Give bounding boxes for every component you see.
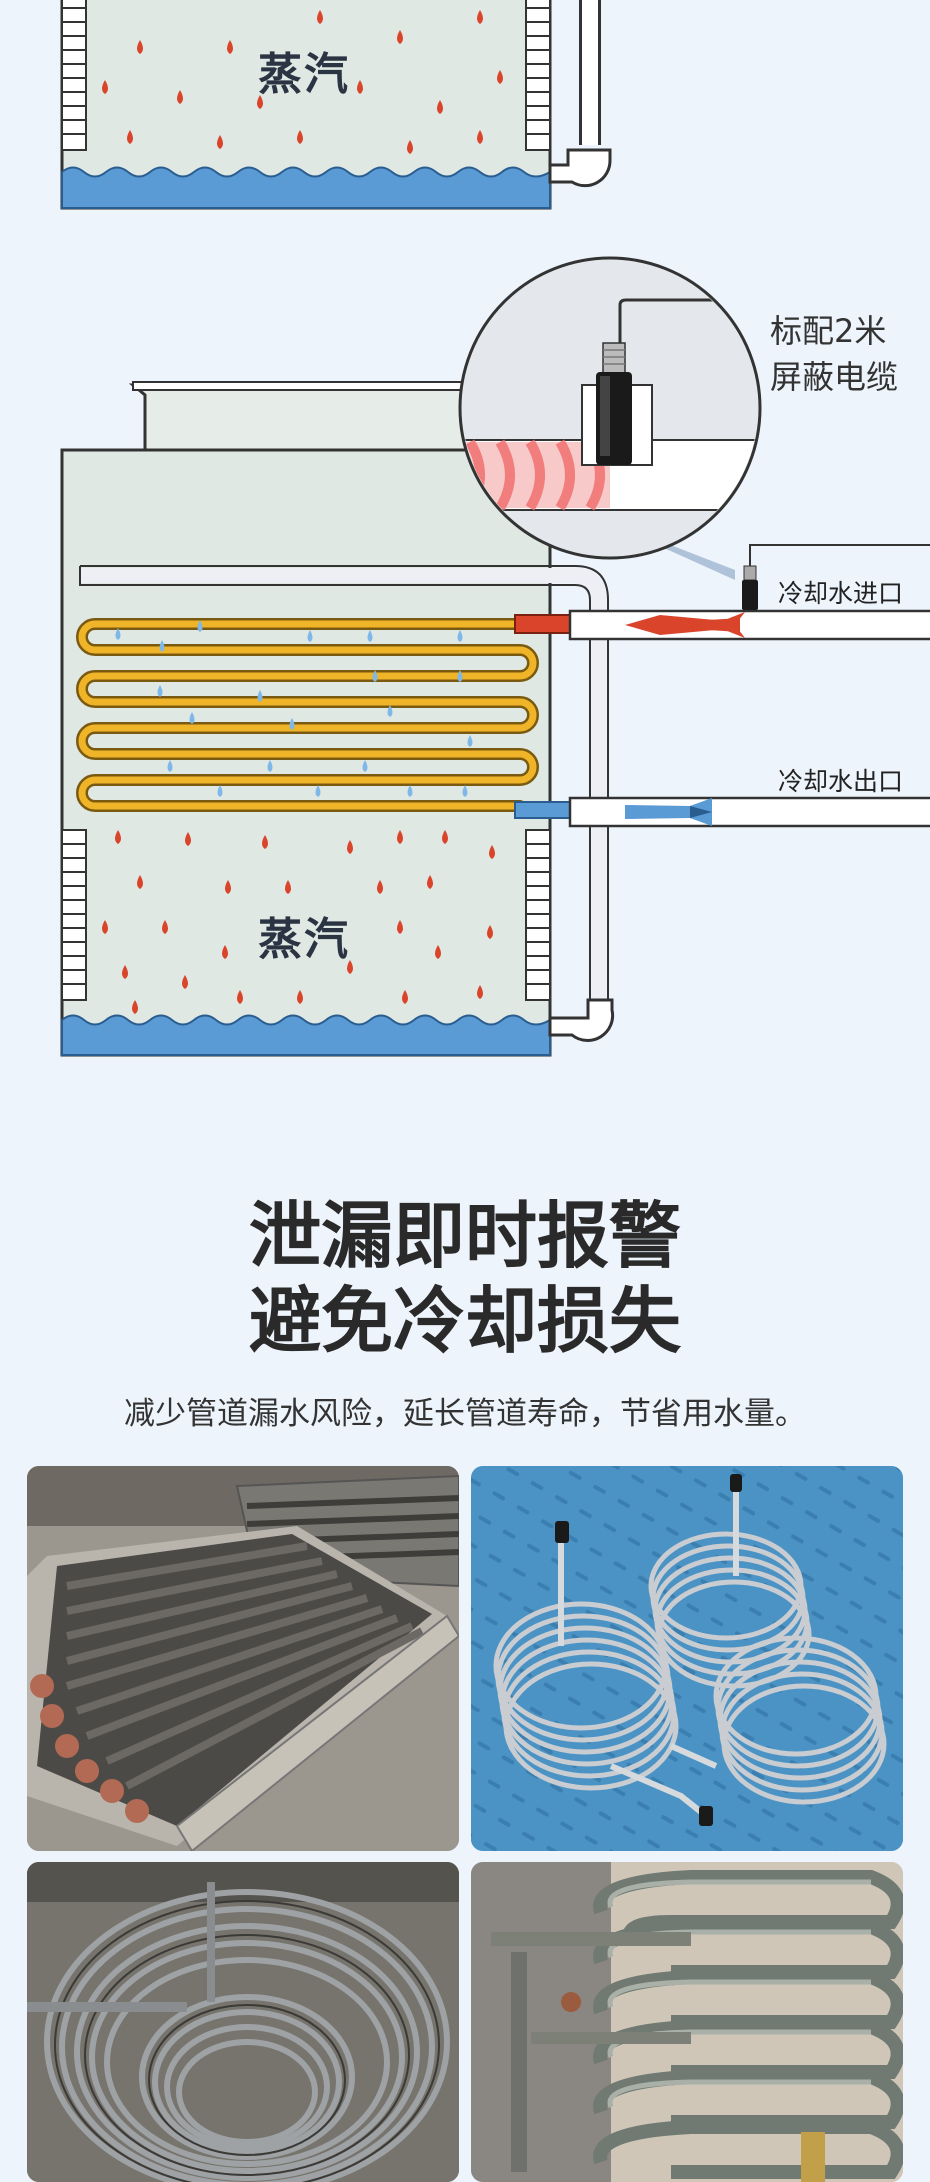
main-tank-water: [61, 1014, 551, 1056]
headline-line-2: 避免冷却损失: [248, 1279, 681, 1363]
subtitle: 减少管道漏水风险，延长管道寿命，节省用水量。: [124, 1396, 806, 1432]
large-spiral-coil-photo: [27, 1862, 459, 2182]
cold-water-drops: [115, 620, 473, 797]
inlet-pipe: [568, 609, 930, 641]
outlet-arrow: [625, 798, 712, 826]
top-tank-water: [61, 166, 551, 209]
finned-tube-heat-exchanger-photo: [27, 1466, 459, 1851]
steam-label-bottom: 蒸汽: [258, 914, 350, 965]
top-tank: [60, 0, 612, 210]
sensor-magnifier: [458, 256, 762, 580]
main-tank-right-louver: [525, 829, 551, 1001]
main-tank-left-louver: [61, 829, 87, 1001]
top-tank-left-louver: [61, 0, 87, 151]
evaporative-cooler-diagram: [60, 0, 930, 1057]
stainless-coil-tubes-photo: [471, 1466, 903, 1851]
steam-label-top: 蒸汽: [258, 49, 350, 100]
headline-line-1: 泄漏即时报警: [248, 1194, 681, 1278]
bottom-steam-drops: [102, 830, 495, 1014]
cooling-coil: [76, 618, 539, 812]
main-tank: [60, 381, 615, 1057]
outlet-label: 冷却水出口: [778, 767, 904, 796]
top-drain-pipe: [548, 0, 612, 188]
top-steam-drops: [102, 10, 503, 154]
leak-sensor: [742, 544, 930, 610]
main-drain-elbow: [548, 998, 615, 1042]
coil-inlet-stub: [514, 614, 571, 634]
installed-coil-photo: [471, 1862, 903, 2182]
inlet-label: 冷却水进口: [778, 579, 904, 608]
distribution-pipe: [79, 566, 591, 1005]
outlet-pipe: [568, 796, 930, 828]
coil-outlet-stub: [514, 801, 571, 819]
cable-label: 标配2米 屏蔽电缆: [770, 312, 899, 396]
top-tank-right-louver: [525, 0, 551, 151]
